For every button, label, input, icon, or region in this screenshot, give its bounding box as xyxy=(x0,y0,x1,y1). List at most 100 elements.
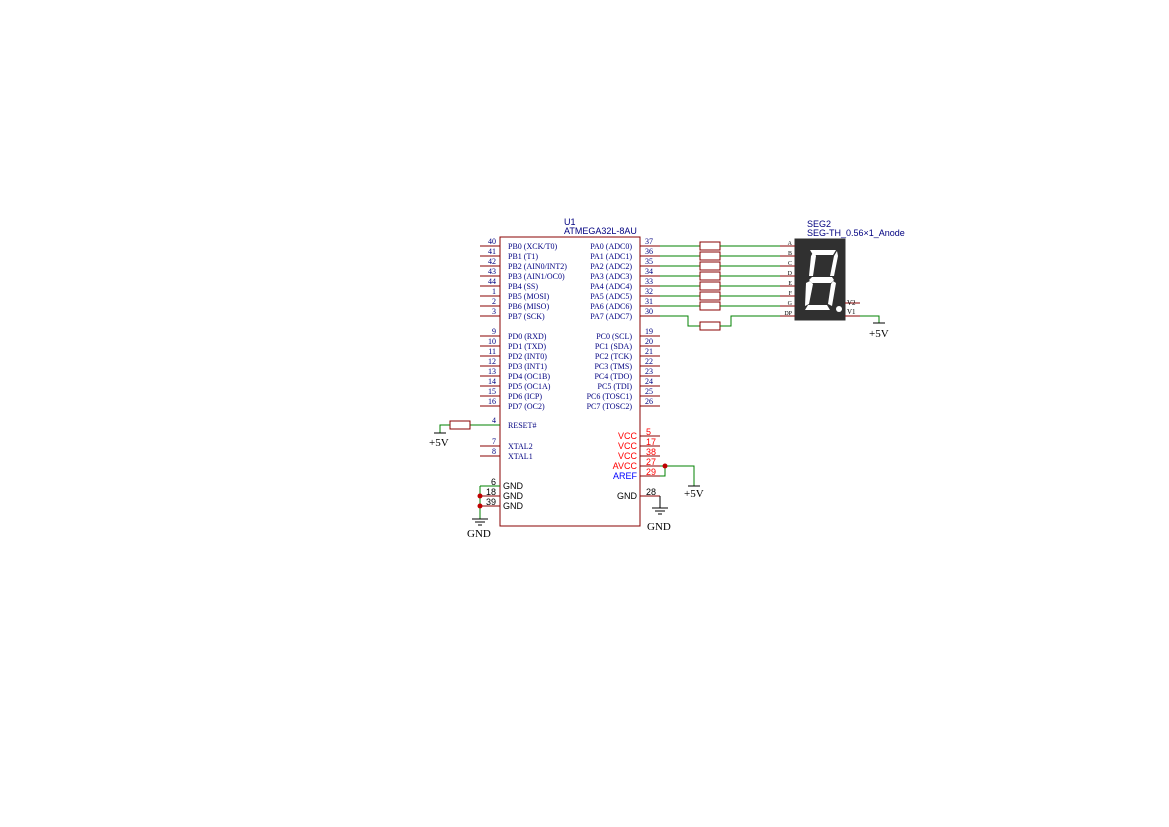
u1-pin-name: PD3 (INT1) xyxy=(508,362,547,371)
seg2-v1-wire xyxy=(860,315,880,323)
u1-pin-num: 41 xyxy=(488,247,496,256)
u1-pin-num: 2 xyxy=(492,297,496,306)
seg2-v2-label: V2 xyxy=(847,299,856,307)
seg2-pin-label: F xyxy=(789,291,793,297)
u1-pin-name: AREF xyxy=(613,471,638,481)
pa7-wire-left xyxy=(660,315,700,327)
left-gnd-junction-1 xyxy=(477,493,483,499)
u1-pin-name: PB5 (MOSI) xyxy=(508,292,549,301)
u1-pin-num: 13 xyxy=(488,367,496,376)
segment-dp xyxy=(836,306,842,312)
u1-pin-num: 40 xyxy=(488,237,496,246)
u1-pin-num: 11 xyxy=(488,347,496,356)
u1-pin-name: PD0 (RXD) xyxy=(508,332,547,341)
u1-pin-name: PB2 (AIN0/INT2) xyxy=(508,262,567,271)
segment-c xyxy=(828,281,836,306)
u1-pin-name: PC3 (TMS) xyxy=(594,362,632,371)
u1-pin-name: PA4 (ADC4) xyxy=(590,282,632,291)
u1-pin-name: VCC xyxy=(618,431,638,441)
seg2-v1-label: V1 xyxy=(847,308,856,316)
u1-pin-name: AVCC xyxy=(613,461,638,471)
u1-pin-name: PA3 (ADC3) xyxy=(590,272,632,281)
u1-pin-name: PB7 (SCK) xyxy=(508,312,545,321)
seg2-vcc-label: +5V xyxy=(869,328,889,340)
u1-pin-num: 36 xyxy=(645,247,653,256)
u1-pin-num: 1 xyxy=(492,287,496,296)
segment-resistor xyxy=(699,301,721,311)
u1-pin-num: 8 xyxy=(492,447,496,456)
u1-pin-name: PA1 (ADC1) xyxy=(590,252,632,261)
u1-pin-num: 9 xyxy=(492,327,496,336)
u1-pin-name: XTAL2 xyxy=(508,442,533,451)
u1-pin-num: 19 xyxy=(645,327,653,336)
seg2-power-net: V2 V1 +5V xyxy=(845,299,889,340)
u1-pin-name: GND xyxy=(503,481,524,491)
u1-pin-num: 32 xyxy=(645,287,653,296)
u1-pin-name: PC5 (TDI) xyxy=(598,382,633,391)
avcc-vcc-label: +5V xyxy=(684,488,704,500)
u1-pin-num: 20 xyxy=(645,337,653,346)
u1-pin-name: XTAL1 xyxy=(508,452,533,461)
u1-pin-name: RESET# xyxy=(508,421,536,430)
u1-pin-name: PA2 (ADC2) xyxy=(590,262,632,271)
right-gnd-label: GND xyxy=(647,521,671,533)
seg2-pin-label: B xyxy=(788,251,792,257)
u1-pin-name: PD2 (INT0) xyxy=(508,352,547,361)
u1-part-label: ATMEGA32L-8AU xyxy=(564,226,637,236)
right-gnd-net: GND xyxy=(647,496,671,533)
pa7-wire-right xyxy=(720,315,780,327)
dp-resistor xyxy=(699,321,721,331)
avcc-net: +5V xyxy=(660,463,704,500)
u1-pin-num: 4 xyxy=(492,416,496,425)
reset-resistor xyxy=(449,420,471,430)
left-gnd-label: GND xyxy=(467,528,491,540)
u1-pin-name: PB3 (AIN1/OC0) xyxy=(508,272,565,281)
segment-b xyxy=(830,251,838,276)
u1-pin-num: 6 xyxy=(491,477,496,487)
u1-pin-num: 26 xyxy=(645,397,653,406)
u1-pin-name: GND xyxy=(503,501,524,511)
u1-pin-num: 30 xyxy=(645,307,653,316)
u1-pin-name: PD5 (OC1A) xyxy=(508,382,551,391)
u1-pin-name: GND xyxy=(617,491,638,501)
u1-pin-num: 43 xyxy=(488,267,496,276)
u1-pin-num: 28 xyxy=(646,487,656,497)
u1-pin-name: GND xyxy=(503,491,524,501)
u1-pin-num: 29 xyxy=(646,467,656,477)
u1-pin-num: 35 xyxy=(645,257,653,266)
u1-pin-num: 14 xyxy=(488,377,496,386)
segment-e xyxy=(805,281,813,306)
u1-pin-name: PB4 (SS) xyxy=(508,282,538,291)
segment-d xyxy=(805,305,830,310)
u1-pin-num: 39 xyxy=(486,497,496,507)
u1-pin-num: 7 xyxy=(492,437,496,446)
aref-wire xyxy=(660,466,666,477)
segment-resistor xyxy=(699,291,721,301)
u1-pin-name: PC0 (SCL) xyxy=(596,332,632,341)
segment-resistor xyxy=(699,251,721,261)
u1-pin-name: PD7 (OC2) xyxy=(508,402,545,411)
u1-pin-num: 44 xyxy=(488,277,496,286)
seg2-pin-label: G xyxy=(788,301,793,307)
u1-pin-num: 33 xyxy=(645,277,653,286)
u1-pin-num: 27 xyxy=(646,457,656,467)
u1-pin-name: PB6 (MISO) xyxy=(508,302,549,311)
segment-a xyxy=(810,250,836,255)
seg2-digit xyxy=(805,250,842,312)
u1-pin-num: 38 xyxy=(646,447,656,457)
u1-pin-name: VCC xyxy=(618,451,638,461)
u1-pin-name: PC6 (TOSC1) xyxy=(587,392,633,401)
reset-vcc-label: +5V xyxy=(429,437,449,449)
u1-pin-num: 34 xyxy=(645,267,653,276)
u1-pin-name: PB0 (XCK/T0) xyxy=(508,242,557,251)
u1-pin-num: 3 xyxy=(492,307,496,316)
left-gnd-net: GND xyxy=(467,485,500,540)
seg2-pin-label: A xyxy=(788,241,793,247)
u1-pin-num: 10 xyxy=(488,337,496,346)
u1-pin-name: PA6 (ADC6) xyxy=(590,302,632,311)
u1-pin-num: 37 xyxy=(645,237,653,246)
u1-ref-label: U1 xyxy=(564,217,576,227)
